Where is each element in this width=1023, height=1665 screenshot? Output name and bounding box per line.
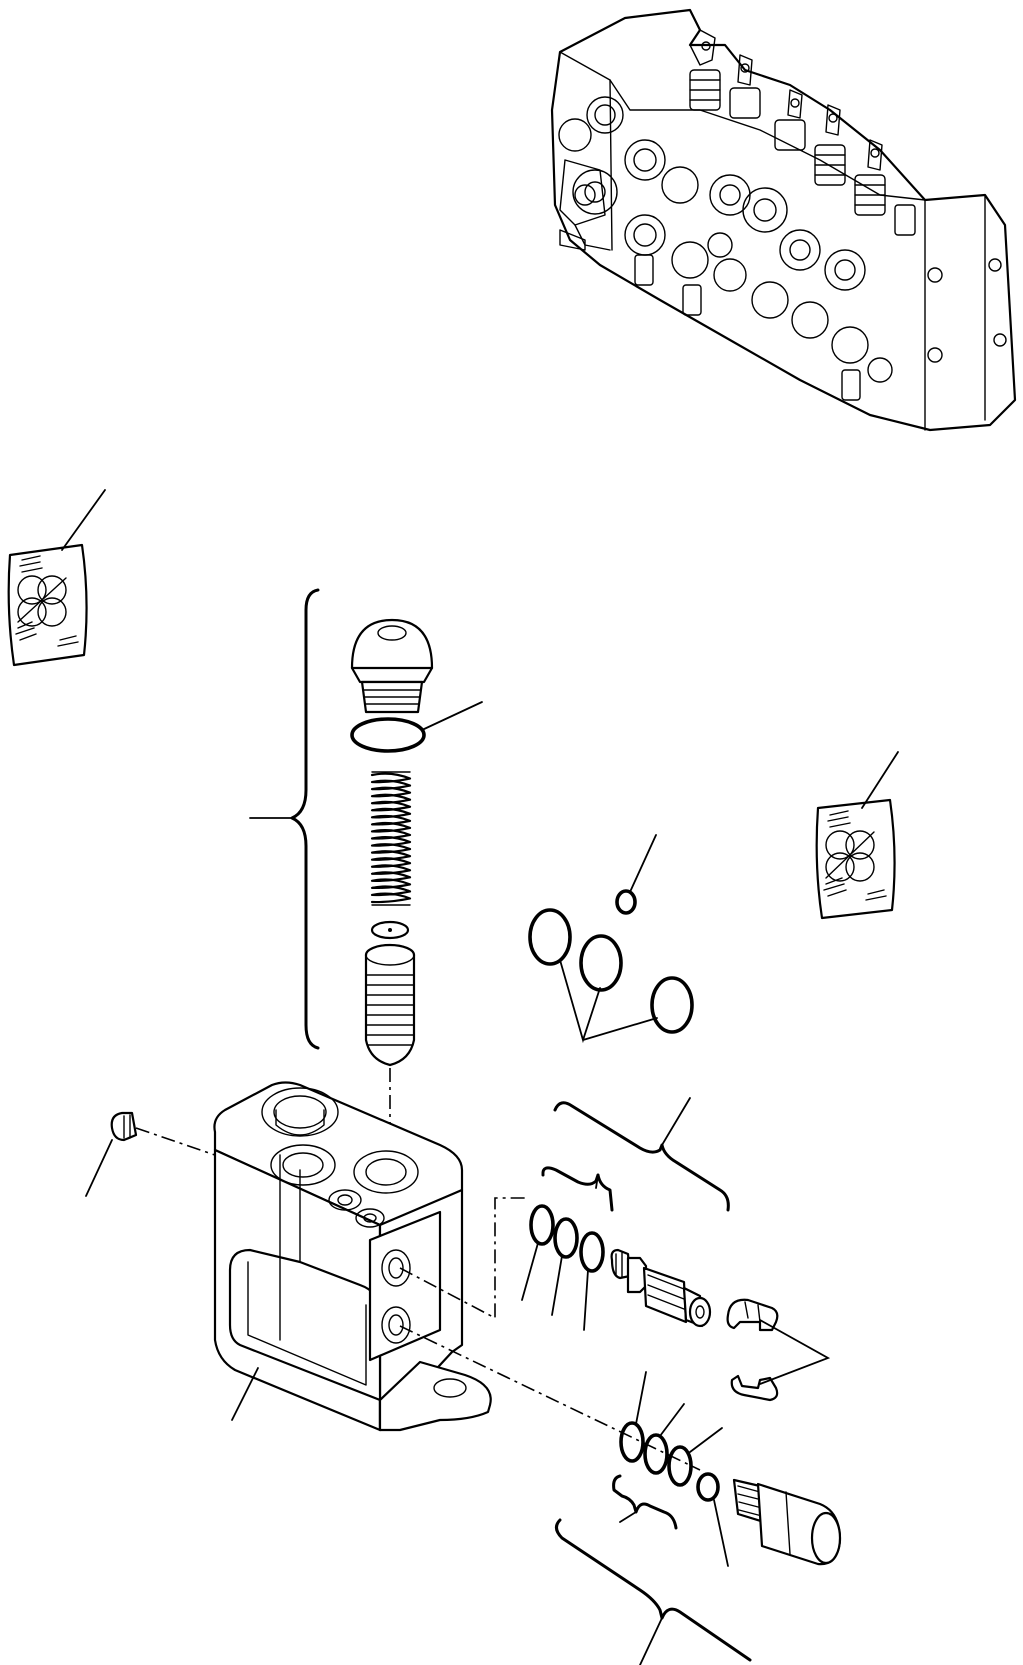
check-ball-center [388,928,392,932]
leader-line-o-ring-lower-2 [659,1403,685,1437]
brace-o-rings-upper [541,1166,614,1212]
o-ring-large-3 [650,976,694,1034]
leader-line-relief-upper-outer [661,1097,691,1146]
o-ring-lower-2 [643,1433,669,1475]
leader-line-relief-lower-outer [639,1617,663,1665]
leader-line-o-ring-upper-3 [583,1269,589,1331]
center-line-lower-relief [399,1325,701,1471]
control-valve-assembly-overview [550,8,1017,432]
plug-cap [350,618,434,714]
o-ring-lower-1 [619,1421,645,1463]
leader-line-sealant-left [61,489,106,551]
leader-line-o-rings-upper [595,1174,599,1189]
o-ring-upper-2 [553,1217,579,1259]
center-line-side-plug [135,1127,216,1156]
o-ring-upper-3 [579,1231,605,1273]
check-valve-spring [370,771,412,906]
o-ring-plug [350,717,426,753]
center-line-upper-relief [399,1197,528,1320]
relief-valve-cartridge-lower [732,1478,842,1566]
leader-line-sealant-right [861,751,899,809]
o-ring-set [528,889,694,1034]
o-ring-small [615,889,637,915]
leader-line-o-ring-upper-1 [521,1242,539,1301]
o-ring-large-1 [528,908,572,966]
leader-line-o-rings-lower [619,1511,637,1523]
o-ring-upper-1 [529,1204,555,1246]
leader-line-o-ring-upper-2 [551,1255,563,1316]
leader-line-valve-body [231,1367,259,1421]
leader-line-backup-washer [713,1499,729,1567]
leader-line-side-plug [85,1139,113,1197]
sealant-kit-icon-left [7,543,88,667]
o-ring-lower-3 [667,1445,693,1487]
sealant-kit-icon-right [815,798,896,920]
leader-line-o-ring-lower-3 [689,1427,723,1453]
leader-line-o-ring-lower-1 [635,1371,647,1425]
side-plug [110,1111,138,1142]
leader-line-o-ring-plug [421,701,483,731]
relief-valve-cartridge-upper [610,1248,712,1328]
valve-section-body [213,1081,492,1432]
brace-check-valve-kit [290,588,320,1050]
brace-relief-valve-lower-outer [555,1518,752,1662]
leader-line-o-ring-small [629,834,657,893]
leader-lines-o-ring-group [559,959,658,1044]
o-ring-large-2 [579,934,623,992]
brace-o-rings-lower [612,1474,678,1530]
backup-washer-lower [696,1472,720,1502]
leader-lines-retaining-clips [759,1319,831,1385]
check-valve-poppet [364,943,416,1067]
brace-relief-valve-upper-outer [553,1101,730,1212]
